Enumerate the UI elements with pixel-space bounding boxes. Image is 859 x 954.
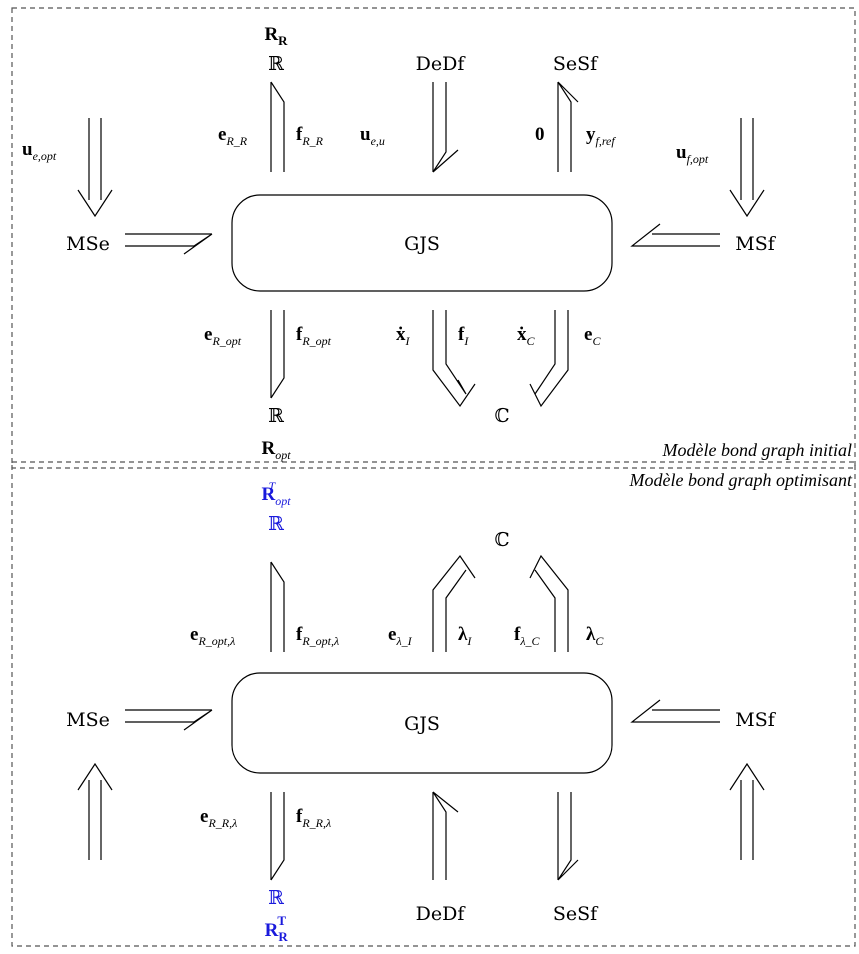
top-rr-node: ℝ bbox=[268, 53, 284, 75]
top-e-ropt: eR_opt bbox=[204, 324, 242, 348]
bottom-ropt-bond bbox=[270, 561, 285, 652]
top-rr-bond bbox=[270, 81, 285, 172]
top-caption: Modèle bond graph initial bbox=[662, 440, 852, 460]
top-u-f-opt-arrow bbox=[729, 118, 765, 218]
top-u-f-opt: uf,opt bbox=[676, 142, 709, 166]
bottom-f-lc: fλ_C bbox=[514, 624, 541, 648]
bottom-l-i: λI bbox=[458, 624, 472, 648]
bottom-e-ropt-l: eR_opt,λ bbox=[190, 624, 235, 648]
top-mse-bond bbox=[125, 233, 213, 255]
bottom-l-c: λC bbox=[586, 624, 604, 648]
bottom-ropt-name: RoptT bbox=[261, 479, 291, 508]
bottom-panel-frame bbox=[11, 461, 856, 947]
top-gjs-box bbox=[231, 194, 613, 292]
bottom-msf-arrow bbox=[729, 762, 765, 860]
top-ropt-bond bbox=[270, 310, 285, 399]
bottom-e-li: eλ_I bbox=[388, 624, 413, 648]
top-u-e-opt-arrow bbox=[77, 118, 113, 218]
top-msf-node: MSf bbox=[735, 233, 776, 255]
top-rr-name: RR bbox=[264, 24, 288, 48]
top-xdot-c: ẋC bbox=[517, 324, 536, 348]
bottom-rr-bond bbox=[270, 792, 285, 881]
top-panel: GJS RR ℝ eR_R fR_R DeDf ue,u SeSf 0 yf,r… bbox=[11, 7, 856, 469]
top-ropt-node: ℝ bbox=[268, 405, 284, 427]
top-f-ropt: fR_opt bbox=[296, 324, 332, 348]
top-msf-bond bbox=[630, 223, 720, 247]
bottom-msf-bond bbox=[630, 699, 720, 723]
bottom-caption: Modèle bond graph optimisant bbox=[629, 470, 853, 490]
bottom-gjs-box bbox=[231, 672, 613, 774]
bottom-sesf-node: SeSf bbox=[553, 903, 599, 925]
bottom-rr-node: ℝ bbox=[268, 887, 284, 909]
bottom-msf-node: MSf bbox=[735, 709, 776, 731]
top-mse-node: MSe bbox=[66, 233, 110, 255]
top-ropt-name: Ropt bbox=[261, 438, 291, 462]
bottom-dedf-bond bbox=[432, 791, 459, 880]
bottom-sesf-bond bbox=[557, 792, 579, 881]
bottom-ic-node: ℂ bbox=[494, 529, 509, 551]
bottom-mse-bond bbox=[125, 709, 213, 731]
bottom-e-rr-l: eR_R,λ bbox=[200, 806, 237, 830]
top-e-rr: eR_R bbox=[218, 124, 248, 148]
top-dedf-bond bbox=[432, 82, 459, 173]
bottom-f-ropt-l: fR_opt,λ bbox=[296, 624, 339, 648]
top-i-bond bbox=[432, 310, 476, 408]
top-f-rr: fR_R bbox=[296, 124, 324, 148]
bottom-mse-node: MSe bbox=[66, 709, 110, 731]
bottom-dedf-node: DeDf bbox=[416, 903, 467, 925]
top-ic-node: ℂ bbox=[494, 405, 509, 427]
top-u-eu: ue,u bbox=[360, 124, 385, 148]
bottom-gjs-label: GJS bbox=[404, 713, 440, 735]
bottom-li-bond bbox=[432, 554, 476, 652]
bottom-f-rr-l: fR_R,λ bbox=[296, 806, 331, 830]
bottom-panel: Modèle bond graph optimisant GJS RoptT ℝ… bbox=[11, 461, 856, 947]
top-y-fref: yf,ref bbox=[586, 124, 616, 148]
top-sesf-node: SeSf bbox=[553, 53, 599, 75]
top-f-i: fI bbox=[458, 324, 469, 348]
top-xdot-i: ẋI bbox=[396, 324, 411, 348]
bottom-ropt-node: ℝ bbox=[268, 513, 284, 535]
top-sesf-bond bbox=[557, 81, 579, 172]
top-e-c: eC bbox=[584, 324, 601, 348]
top-c-bond bbox=[529, 310, 569, 408]
bottom-lc-bond bbox=[529, 554, 569, 652]
top-zero: 0 bbox=[535, 124, 545, 145]
top-dedf-node: DeDf bbox=[416, 53, 467, 75]
top-panel-frame bbox=[11, 7, 856, 469]
bottom-mse-arrow bbox=[77, 762, 113, 860]
bottom-rr-name: RRT bbox=[265, 913, 289, 944]
top-u-e-opt: ue,opt bbox=[22, 139, 57, 163]
top-gjs-label: GJS bbox=[404, 233, 440, 255]
